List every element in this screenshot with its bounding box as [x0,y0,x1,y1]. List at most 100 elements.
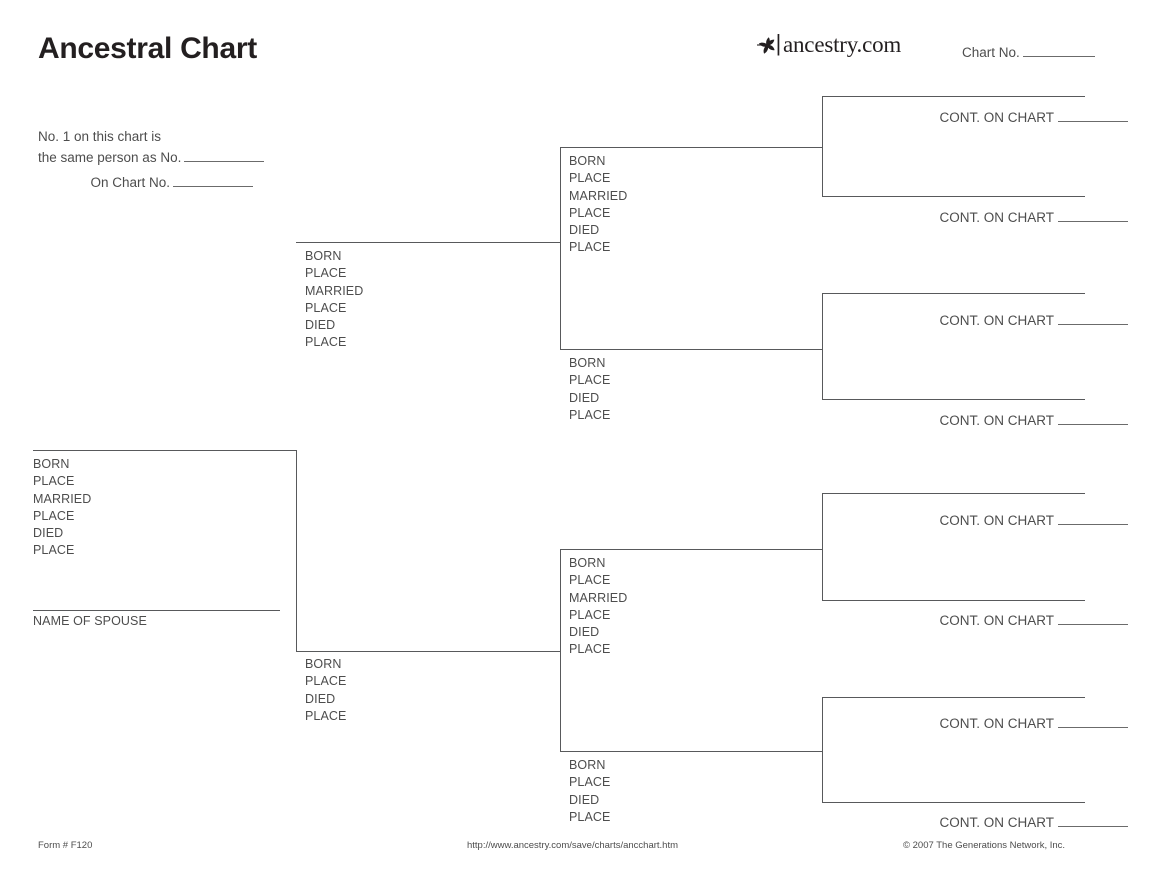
person1-name-line[interactable] [33,450,296,451]
g3-3-field-place1: PLACE [569,573,611,588]
person1-field-place3: PLACE [33,543,75,558]
g3-3-field-born: BORN [569,556,606,570]
g4-8-name-line[interactable] [822,802,1085,803]
g3-1-to-g2-connector [560,147,561,349]
g3-2-field-died: DIED [569,390,600,405]
g4-1-cont-field[interactable]: CONT. ON CHART [828,110,1128,125]
g2-father-field-married: MARRIED [305,283,364,298]
on-chart-no-field[interactable]: On Chart No. [38,175,253,190]
g3-3-field-died: DIED [569,625,600,640]
ancestry-leaf-icon [757,34,780,56]
g4-1-name-line[interactable] [822,96,1085,97]
g4-2-cont-label: CONT. ON CHART [939,210,1054,225]
g3-1-to-g4-connector [800,147,823,148]
ancestry-logo: ancestry.com [756,30,901,60]
g4-3-cont-field[interactable]: CONT. ON CHART [828,313,1128,328]
g3-4-name-line[interactable] [560,751,822,752]
g3-1-field-died: DIED [569,223,600,238]
g2-father-field-place3: PLACE [305,335,347,350]
g3-2-field-place2: PLACE [569,407,611,422]
g2-mother-field-place1: PLACE [305,674,347,689]
g4-5-name-line[interactable] [822,493,1085,494]
g3-3-field-place3: PLACE [569,642,611,657]
g3-3-to-g2-connector [560,549,561,751]
g4-6-cont-blank[interactable] [1058,624,1128,625]
g4-1-cont-blank[interactable] [1058,121,1128,122]
g4-pair4-spine [822,697,823,803]
g2-father-name-line[interactable] [296,242,560,243]
g4-pair2-spine [822,293,823,400]
g3-1-field-place3: PLACE [569,240,611,255]
g4-4-name-line[interactable] [822,399,1085,400]
on-chart-no-label: On Chart No. [90,175,170,190]
chart-no-blank[interactable] [1022,56,1095,57]
ancestry-wordmark: ancestry.com [783,32,902,57]
g3-4-fields: BORN PLACE DIED PLACE [569,757,611,826]
person1-spouse-line[interactable] [33,610,280,611]
g3-3-field-place2: PLACE [569,607,611,622]
g2-mother-field-died: DIED [305,691,336,706]
g4-6-cont-label: CONT. ON CHART [939,613,1054,628]
g4-4-cont-field[interactable]: CONT. ON CHART [828,413,1128,428]
g3-2-field-place1: PLACE [569,373,611,388]
g3-2-fields: BORN PLACE DIED PLACE [569,355,611,424]
g3-4-field-place2: PLACE [569,809,611,824]
g2-father-field-place2: PLACE [305,300,347,315]
person1-field-died: DIED [33,526,64,541]
g4-5-cont-blank[interactable] [1058,524,1128,525]
g4-7-cont-field[interactable]: CONT. ON CHART [828,716,1128,731]
g3-1-field-place1: PLACE [569,171,611,186]
g2-mother-name-line[interactable] [296,651,560,652]
g4-8-cont-field[interactable]: CONT. ON CHART [828,815,1128,830]
footer-url: http://www.ancestry.com/save/charts/ancc… [467,840,679,851]
g4-7-cont-label: CONT. ON CHART [939,716,1054,731]
g4-3-name-line[interactable] [822,293,1085,294]
g3-3-to-g4-connector [800,549,823,550]
same-person-line1: No. 1 on this chart is [38,129,162,144]
g2-mother-field-place2: PLACE [305,708,347,723]
chart-no-field[interactable]: Chart No. [962,45,1095,60]
g3-1-fields: BORN PLACE MARRIED PLACE DIED PLACE [569,153,627,257]
g4-2-cont-field[interactable]: CONT. ON CHART [828,210,1128,225]
g3-1-field-born: BORN [569,154,606,168]
g4-6-cont-field[interactable]: CONT. ON CHART [828,613,1128,628]
g4-2-cont-blank[interactable] [1058,221,1128,222]
g3-3-field-married: MARRIED [569,590,628,605]
g3-3-fields: BORN PLACE MARRIED PLACE DIED PLACE [569,555,627,659]
g4-4-cont-blank[interactable] [1058,424,1128,425]
same-person-line2-wrap: the same person as No. [38,147,265,168]
g3-4-to-g4-connector [800,751,823,752]
g4-8-cont-label: CONT. ON CHART [939,815,1054,830]
chart-no-label: Chart No. [962,45,1020,60]
page-title: Ancestral Chart [38,32,257,65]
g4-pair1-spine [822,96,823,197]
same-person-blank[interactable] [184,161,265,162]
g3-1-field-place2: PLACE [569,205,611,220]
g3-2-name-line[interactable] [560,349,822,350]
g4-6-name-line[interactable] [822,600,1085,601]
person1-fields: BORN PLACE MARRIED PLACE DIED PLACE [33,456,91,560]
g4-1-cont-label: CONT. ON CHART [939,110,1054,125]
g2-father-field-born: BORN [305,249,342,263]
on-chart-no-blank[interactable] [173,186,253,187]
g2-father-field-died: DIED [305,318,336,333]
g4-3-cont-label: CONT. ON CHART [939,313,1054,328]
g4-7-cont-blank[interactable] [1058,727,1128,728]
g2-mother-field-born: BORN [305,657,342,671]
g2-father-field-place1: PLACE [305,266,347,281]
g4-2-name-line[interactable] [822,196,1085,197]
g3-3-name-line[interactable] [560,549,822,550]
person1-field-married: MARRIED [33,491,92,506]
g3-1-field-married: MARRIED [569,188,628,203]
g3-2-to-g4-connector [800,349,823,350]
g4-8-cont-blank[interactable] [1058,826,1128,827]
g3-4-field-place1: PLACE [569,775,611,790]
g4-3-cont-blank[interactable] [1058,324,1128,325]
g3-4-field-born: BORN [569,758,606,772]
g4-4-cont-label: CONT. ON CHART [939,413,1054,428]
g4-5-cont-field[interactable]: CONT. ON CHART [828,513,1128,528]
person1-field-place2: PLACE [33,508,75,523]
g3-1-name-line[interactable] [560,147,822,148]
g4-7-name-line[interactable] [822,697,1085,698]
